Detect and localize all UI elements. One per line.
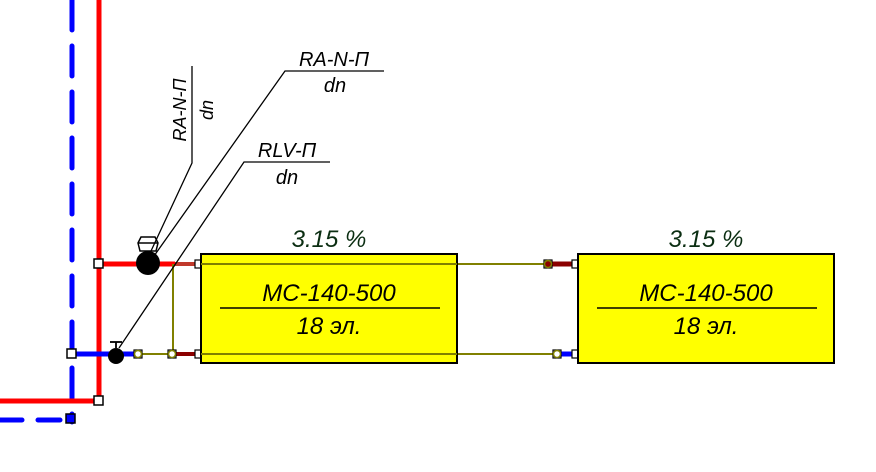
node-rad2-return-ring [552, 349, 562, 359]
valve-size-vertical: dn [197, 100, 217, 120]
thermostatic-valve-icon[interactable] [136, 236, 160, 275]
radiator-1-percent: 3.15 % [292, 226, 367, 253]
leader-return-valve [118, 161, 330, 349]
valve-model-vertical: RA-N-П [170, 78, 190, 142]
valve-size-horizontal: dn [324, 75, 346, 97]
leader-valve-vertical [150, 66, 193, 252]
node-rad2-supply-ring [543, 259, 553, 269]
return-valve-icon[interactable] [108, 341, 124, 364]
node-bypass-ring [167, 349, 177, 359]
radiator-1-model: MC-140-500 [262, 280, 396, 307]
node-return-tee [66, 348, 77, 359]
radiator-2-sections: 18 эл. [674, 313, 739, 340]
node-return-valve-out-ring [133, 349, 143, 359]
radiator-2-model: MC-140-500 [639, 280, 773, 307]
leader-valve-horizontal [153, 70, 384, 257]
radiator-1-sections: 18 эл. [297, 313, 362, 340]
radiator-2-percent: 3.15 % [669, 226, 744, 253]
node-riser-bottom [93, 395, 104, 406]
return-valve-size: dn [276, 167, 298, 189]
node-return-bottom [65, 413, 76, 424]
radiator-2[interactable]: MC-140-500 18 эл. [577, 253, 835, 364]
radiator-1[interactable]: MC-140-500 18 эл. [200, 253, 458, 364]
valve-model-horizontal: RA-N-П [299, 49, 370, 71]
node-supply-tee [93, 258, 104, 269]
return-valve-model: RLV-П [258, 140, 317, 162]
